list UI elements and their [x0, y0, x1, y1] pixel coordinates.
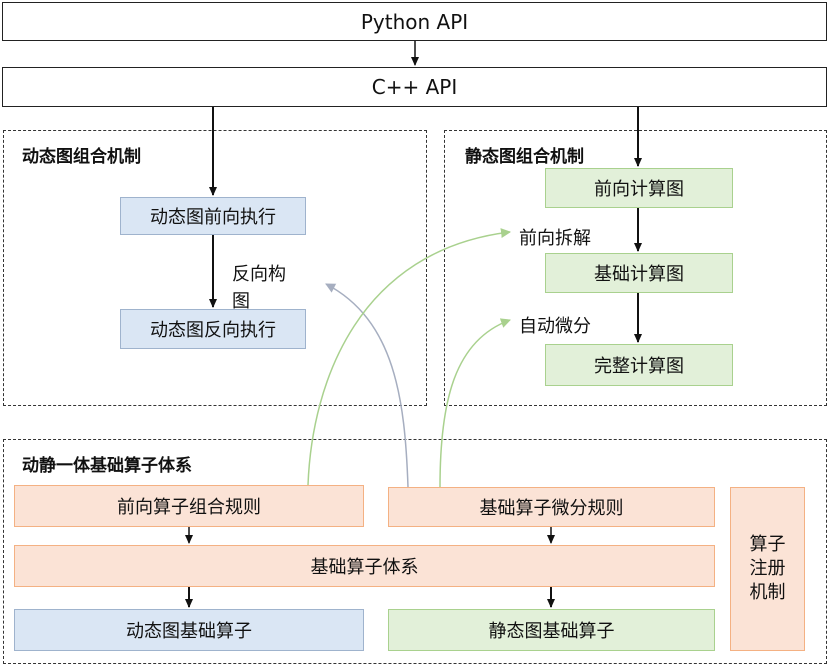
dynamic-backward-exec-box: 动态图反向执行: [120, 309, 306, 349]
basic-compute-graph-label: 基础计算图: [594, 264, 684, 285]
autodiff-label: 自动微分: [519, 316, 591, 337]
cpp-api-label: C++ API: [371, 75, 458, 99]
static-basic-ops-box: 静态图基础算子: [388, 609, 715, 651]
forward-compute-graph-box: 前向计算图: [545, 168, 733, 208]
forward-decompose-label: 前向拆解: [519, 228, 591, 249]
dynamic-backward-exec-label: 动态图反向执行: [150, 320, 276, 341]
python-api-label: Python API: [360, 9, 469, 34]
op-registry-label: 算子注册机制: [749, 533, 786, 604]
basic-op-system-box: 基础算子体系: [14, 545, 715, 587]
forward-op-compose-rules-label: 前向算子组合规则: [117, 497, 261, 518]
dynamic-region-title: 动态图组合机制: [22, 147, 141, 167]
dynamic-graph-region: [3, 130, 427, 406]
dynamic-forward-exec-box: 动态图前向执行: [120, 197, 306, 235]
basic-op-system-label: 基础算子体系: [310, 557, 419, 578]
dynamic-basic-ops-label: 动态图基础算子: [126, 621, 252, 642]
unified-region-title: 动静一体基础算子体系: [22, 456, 192, 476]
forward-compute-graph-label: 前向计算图: [594, 179, 684, 200]
full-compute-graph-label: 完整计算图: [594, 356, 684, 377]
reverse-build-label-line2: 图: [232, 291, 250, 312]
static-basic-ops-label: 静态图基础算子: [488, 621, 615, 642]
dynamic-basic-ops-box: 动态图基础算子: [14, 609, 364, 651]
op-registry-box: 算子注册机制: [730, 487, 805, 651]
cpp-api-box: C++ API: [2, 67, 827, 107]
forward-op-compose-rules-box: 前向算子组合规则: [14, 485, 364, 527]
basic-op-diff-rules-box: 基础算子微分规则: [388, 487, 715, 527]
python-api-box: Python API: [2, 2, 827, 41]
basic-op-diff-rules-label: 基础算子微分规则: [479, 498, 624, 519]
basic-compute-graph-box: 基础计算图: [545, 253, 733, 293]
full-compute-graph-box: 完整计算图: [545, 344, 733, 386]
reverse-build-label-line1: 反向构: [232, 264, 286, 285]
dynamic-forward-exec-label: 动态图前向执行: [150, 207, 276, 228]
static-region-title: 静态图组合机制: [465, 147, 584, 167]
